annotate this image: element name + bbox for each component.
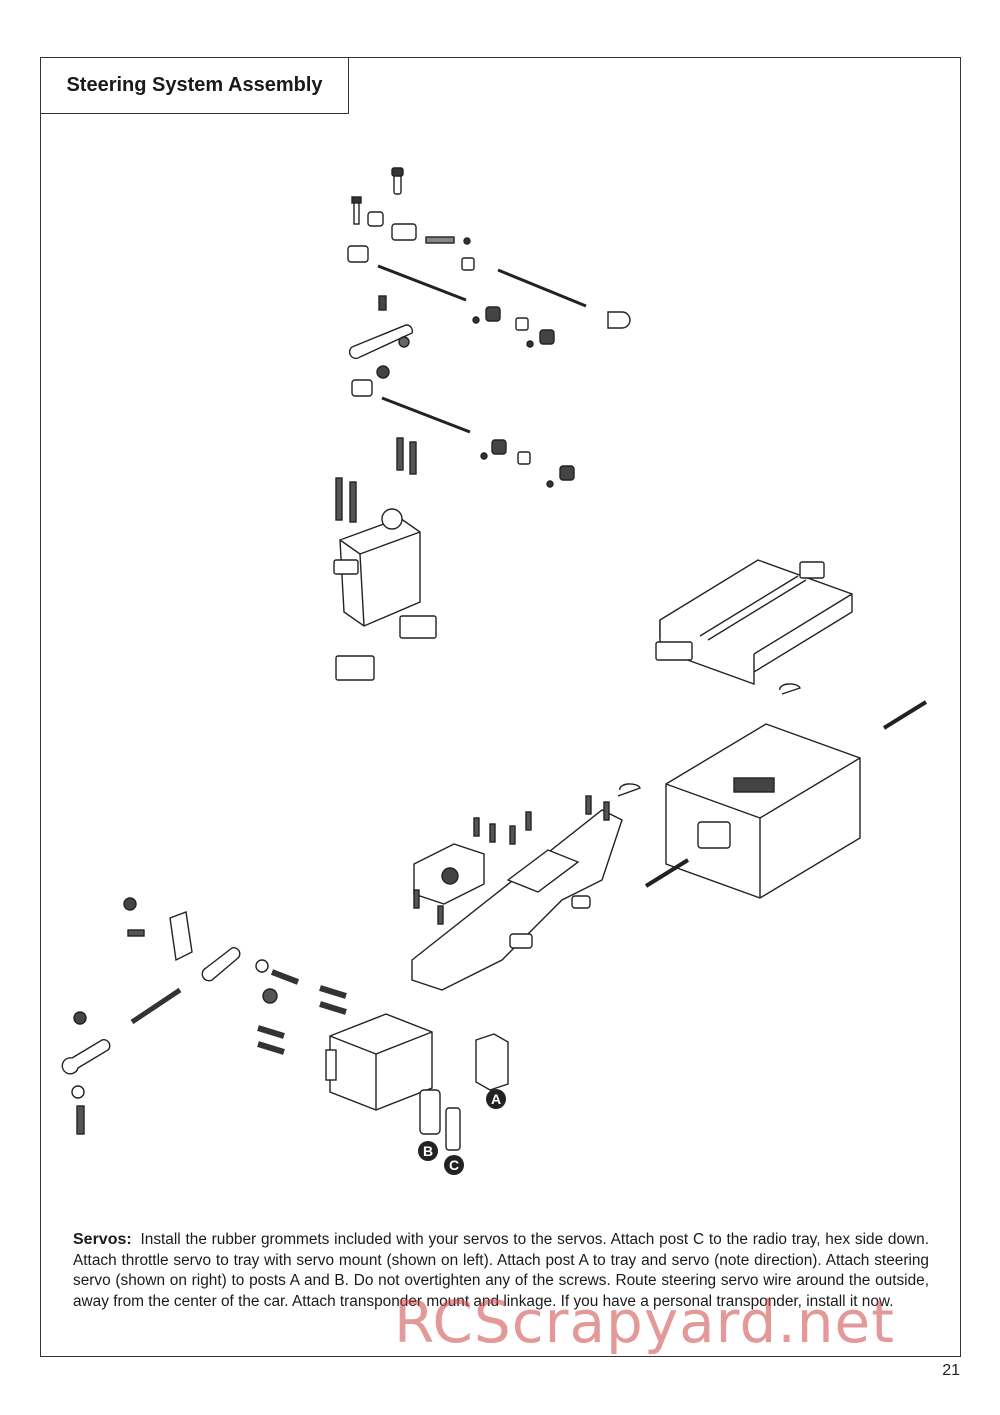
instructions-paragraph: Servos: Install the rubber grommets incl… <box>73 1230 929 1312</box>
radio-box <box>617 559 928 899</box>
steering-servo <box>333 477 437 681</box>
page-title: Steering System Assembly <box>66 74 323 96</box>
throttle-linkage <box>61 897 509 1151</box>
callout-c: C <box>449 1157 459 1173</box>
instructions-lead: Servos: <box>73 1231 132 1248</box>
title-box: Steering System Assembly <box>40 57 349 114</box>
callout-a: A <box>491 1091 501 1107</box>
part-callouts: A B C <box>418 1089 506 1175</box>
exploded-diagram: A B C <box>61 167 928 1175</box>
instructions-body: Install the rubber grommets included wit… <box>73 1231 929 1310</box>
upper-linkage-assembly <box>347 167 631 488</box>
callout-b: B <box>423 1143 433 1159</box>
page-number: 21 <box>942 1362 960 1379</box>
chassis-plate <box>411 795 623 991</box>
watermark: RCScrapyard.net <box>394 1288 895 1356</box>
page-frame <box>40 57 961 1357</box>
